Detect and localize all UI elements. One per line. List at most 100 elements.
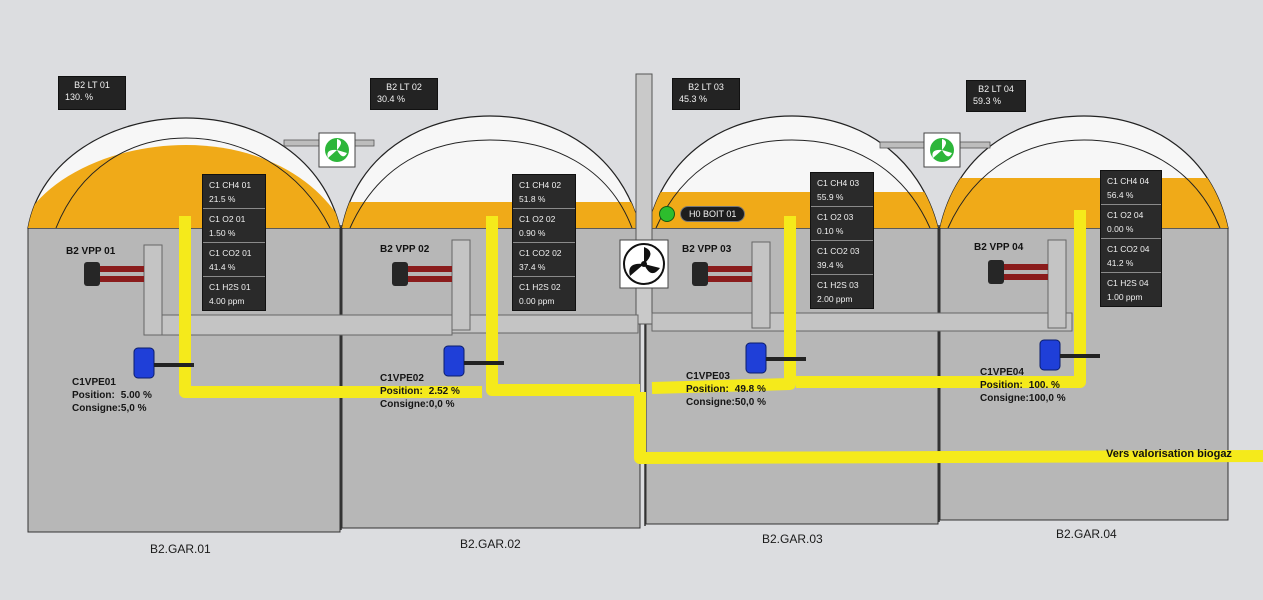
position-value: 100. % <box>1028 380 1060 391</box>
vpp-riser-4 <box>1047 239 1067 329</box>
ch4-value: 51.8 % <box>519 194 546 204</box>
vpe-valve-1[interactable] <box>133 347 194 379</box>
vpp-riser-2 <box>451 239 471 331</box>
vpe-name: C1VPE01 <box>72 377 116 388</box>
level-tag-4[interactable]: B2 LT 04 59.3 % <box>966 80 1026 112</box>
co2-label: C1 CO2 04 <box>1107 244 1150 254</box>
vpe-valve-2[interactable] <box>443 345 504 377</box>
position-value: 5.00 % <box>120 390 152 401</box>
vpe-info-2: C1VPE02 Position: 2.52 % Consigne:0,0 % <box>380 372 460 411</box>
position-label: Position: <box>980 380 1023 391</box>
level-tag-name: B2 LT 03 <box>688 82 724 92</box>
ch4-label: C1 CH4 03 <box>817 178 860 188</box>
ch4-label: C1 CH4 01 <box>209 180 252 190</box>
co2-value: 39.4 % <box>817 260 844 270</box>
h2s-value: 1.00 ppm <box>1107 292 1143 302</box>
consigne-label: Consigne: <box>686 397 735 408</box>
level-tag-name: B2 LT 04 <box>978 84 1014 94</box>
position-label: Position: <box>72 390 115 401</box>
inner-membrane-4 <box>947 139 1221 229</box>
consigne-value: 100,0 % <box>1028 393 1066 404</box>
ch4-label: C1 CH4 02 <box>519 180 562 190</box>
o2-value: 0.00 % <box>1107 224 1134 234</box>
position-label: Position: <box>686 384 729 395</box>
o2-label: C1 O2 02 <box>519 214 556 224</box>
h2s-value: 2.00 ppm <box>817 294 853 304</box>
biogas-pipe-network <box>179 210 1263 464</box>
collector-pipe-3 <box>651 312 1073 332</box>
position-value: 2.52 % <box>428 386 460 397</box>
vpp-actuator-3[interactable] <box>692 262 752 286</box>
vpp-riser-1 <box>143 244 163 336</box>
status-led <box>659 206 675 222</box>
level-tag-2[interactable]: B2 LT 02 30.4 % <box>370 78 438 110</box>
co2-label: C1 CO2 03 <box>817 246 860 256</box>
level-tag-name: B2 LT 01 <box>74 80 110 90</box>
ch4-value: 55.9 % <box>817 192 844 202</box>
co2-value: 41.2 % <box>1107 258 1134 268</box>
co2-value: 41.4 % <box>209 262 236 272</box>
fan-icon[interactable] <box>923 132 961 168</box>
ch4-value: 56.4 % <box>1107 190 1134 200</box>
vpp-actuator-1[interactable] <box>84 262 144 286</box>
inner-membrane-2 <box>349 139 633 229</box>
vpe-info-4: C1VPE04 Position: 100. % Consigne:100,0 % <box>980 366 1066 405</box>
level-value: 130. % <box>65 92 94 102</box>
o2-label: C1 O2 04 <box>1107 210 1144 220</box>
outlet-label: Vers valorisation biogaz <box>1106 448 1232 460</box>
ch4-label: C1 CH4 04 <box>1107 176 1150 186</box>
gas-analyzer-4[interactable]: C1 CH4 04 56.4 % C1 O2 04 0.00 % C1 CO2 04… <box>1100 170 1162 307</box>
co2-label: C1 CO2 02 <box>519 248 562 258</box>
consigne-label: Consigne: <box>980 393 1029 404</box>
consigne-value: 50,0 % <box>734 397 767 408</box>
level-tag-3[interactable]: B2 LT 03 45.3 % <box>672 78 740 110</box>
collector-pipe-1 <box>161 314 453 336</box>
vpp-label-1: B2 VPP 01 <box>66 246 116 257</box>
consigne-value: 0,0 % <box>428 399 455 410</box>
level-value: 30.4 % <box>377 94 406 104</box>
vpp-actuator-4[interactable] <box>988 260 1048 284</box>
o2-value: 0.90 % <box>519 228 546 238</box>
vpe-valve-4[interactable] <box>1039 339 1100 371</box>
h2s-label: C1 H2S 04 <box>1107 278 1149 288</box>
vpe-name: C1VPE04 <box>980 367 1024 378</box>
h2s-label: C1 H2S 02 <box>519 282 561 292</box>
co2-value: 37.4 % <box>519 262 546 272</box>
h2s-value: 4.00 ppm <box>209 296 245 306</box>
inner-membrane-3 <box>655 139 931 229</box>
vpp-label-4: B2 VPP 04 <box>974 242 1024 253</box>
level-tag-1[interactable]: B2 LT 01 130. % <box>58 76 126 110</box>
h2s-label: C1 H2S 01 <box>209 282 251 292</box>
o2-value: 0.10 % <box>817 226 844 236</box>
gas-analyzer-3[interactable]: C1 CH4 03 55.9 % C1 O2 03 0.10 % C1 CO2 03… <box>810 172 874 309</box>
h2s-value: 0.00 ppm <box>519 296 555 306</box>
vpe-valve-3[interactable] <box>745 342 806 374</box>
gas-analyzer-2[interactable]: C1 CH4 02 51.8 % C1 O2 02 0.90 % C1 CO2 02… <box>512 174 576 311</box>
consigne-label: Consigne: <box>380 399 429 410</box>
vpp-actuator-2[interactable] <box>392 262 452 286</box>
garage-label-3: B2.GAR.03 <box>762 532 823 546</box>
garage-label-4: B2.GAR.04 <box>1056 527 1117 541</box>
level-value: 45.3 % <box>679 94 708 104</box>
consigne-label: Consigne: <box>72 403 121 414</box>
fan-icon[interactable] <box>318 132 356 168</box>
garage-label-1: B2.GAR.01 <box>150 542 211 556</box>
co2-label: C1 CO2 01 <box>209 248 252 258</box>
vpe-name: C1VPE02 <box>380 373 424 384</box>
o2-value: 1.50 % <box>209 228 236 238</box>
collector-pipe-2 <box>451 314 639 334</box>
vpe-info-1: C1VPE01 Position: 5.00 % Consigne:5,0 % <box>72 376 152 415</box>
central-fan-icon[interactable] <box>619 239 669 289</box>
position-value: 49.8 % <box>734 384 766 395</box>
vpp-riser-3 <box>751 241 771 329</box>
level-value: 59.3 % <box>973 96 1002 106</box>
inner-membrane-1 <box>55 137 331 229</box>
position-label: Position: <box>380 386 423 397</box>
h0-boit-tag[interactable]: H0 BOIT 01 <box>680 206 746 222</box>
consigne-value: 5,0 % <box>120 403 147 414</box>
o2-label: C1 O2 03 <box>817 212 854 222</box>
level-tag-name: B2 LT 02 <box>386 82 422 92</box>
ch4-value: 21.5 % <box>209 194 236 204</box>
